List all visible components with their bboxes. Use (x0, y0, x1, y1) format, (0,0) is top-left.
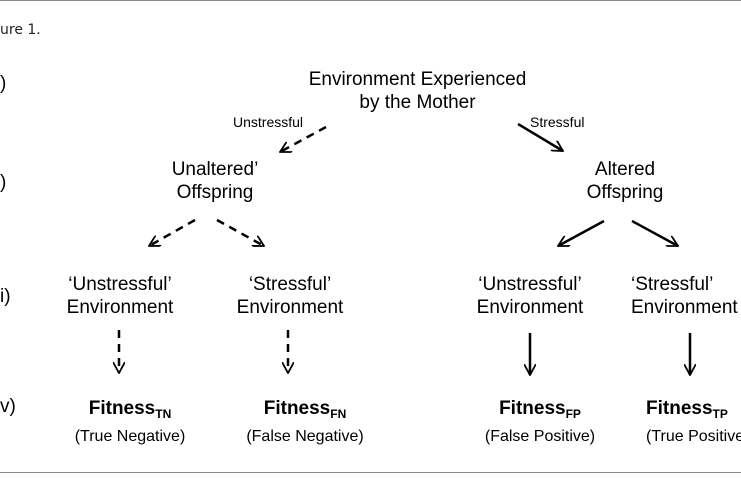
fitness-name: FitnessTP (646, 398, 728, 421)
fitness-desc: (False Positive) (484, 428, 596, 445)
environment-node: ‘Stressful’ Environment (215, 273, 365, 319)
env-line-2: Environment (631, 297, 738, 318)
arrow-altered-to-env4 (631, 219, 678, 248)
arrow-root-to-unaltered (280, 125, 327, 154)
row-label-4: v) (0, 396, 16, 417)
root-line-2: by the Mother (359, 92, 476, 113)
fitness-desc: (True Negative) (74, 428, 186, 445)
unaltered-line-2: Offspring (176, 182, 254, 203)
fitness-node: FitnessTP (True Positive) (646, 398, 741, 449)
bottom-rule (0, 472, 741, 473)
env-line-2: Environment (66, 297, 174, 318)
env-line-2: Environment (236, 297, 344, 318)
fitness-name: FitnessFN (263, 398, 347, 421)
altered-offspring-node: Altered Offspring (560, 158, 690, 204)
altered-line-1: Altered (594, 159, 656, 180)
env-line-2: Environment (476, 297, 584, 318)
fitness-desc: (True Positive) (646, 428, 741, 445)
fitness-name: FitnessTN (88, 398, 172, 421)
arrow-unaltered-to-env1 (149, 218, 196, 248)
edge-label-stressful: Stressful (530, 114, 585, 130)
arrow-altered-to-env3 (558, 219, 605, 248)
arrow-root-to-altered (517, 122, 563, 153)
fitness-desc: (False Negative) (246, 428, 364, 445)
unaltered-line-1: Unaltered’ (171, 159, 259, 180)
row-label-2: ) (0, 172, 7, 193)
arrow-unaltered-to-env2 (216, 218, 264, 248)
environment-node: ‘Unstressful’ Environment (455, 273, 605, 319)
fitness-node: FitnessTN (True Negative) (50, 398, 210, 449)
env-line-1: ‘Stressful’ (631, 274, 714, 295)
figure-caption: ure 1. (0, 22, 41, 38)
row-label-1: ) (0, 73, 7, 94)
root-line-1: Environment Experienced (308, 69, 527, 90)
fitness-name: FitnessFP (499, 398, 581, 421)
environment-node: ‘Unstressful’ Environment (45, 273, 195, 319)
unaltered-offspring-node: Unaltered’ Offspring (140, 158, 290, 204)
fitness-node: FitnessFN (False Negative) (225, 398, 385, 449)
top-rule (0, 0, 741, 1)
altered-line-2: Offspring (586, 182, 664, 203)
env-line-1: ‘Stressful’ (248, 274, 332, 295)
environment-node: ‘Stressful’ Environment (631, 273, 741, 319)
env-line-1: ‘Unstressful’ (68, 274, 172, 295)
edge-label-unstressful: Unstressful (233, 114, 304, 130)
fitness-node: FitnessFP (False Positive) (465, 398, 615, 449)
row-label-3: i) (0, 286, 11, 307)
env-line-1: ‘Unstressful’ (478, 274, 582, 295)
root-node: Environment Experienced by the Mother (280, 68, 555, 114)
